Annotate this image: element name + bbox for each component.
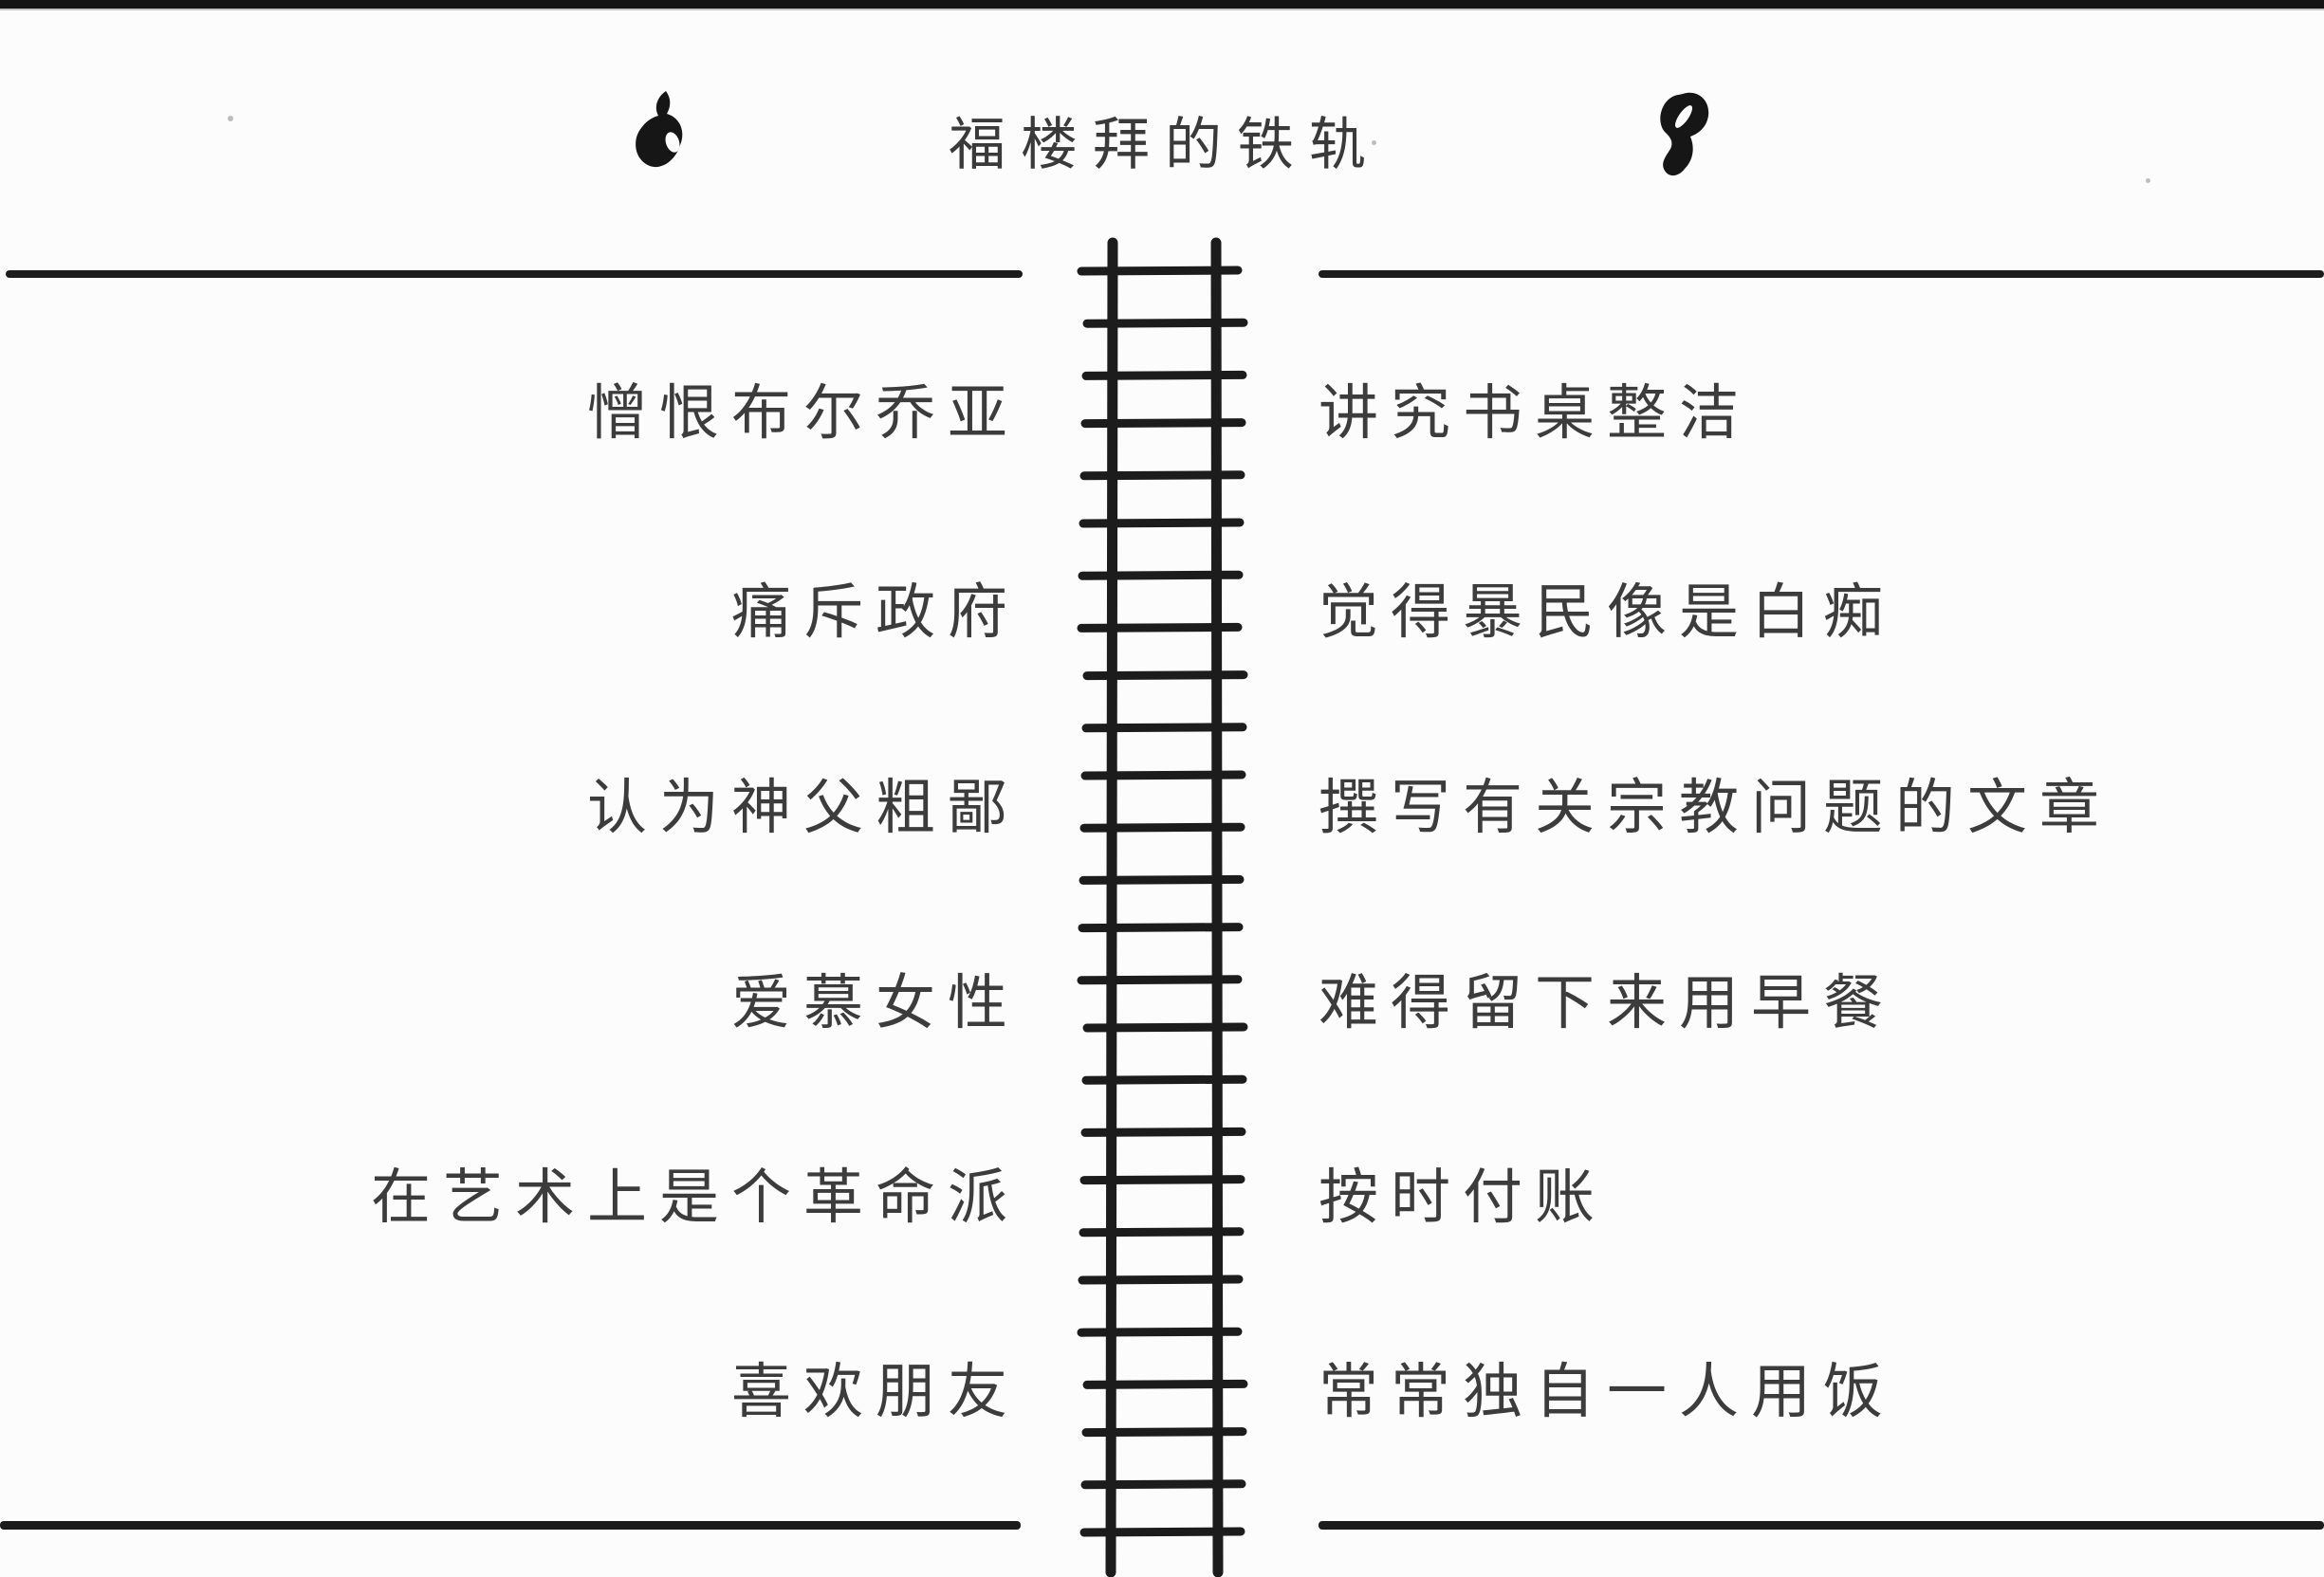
comparison-row: 痛斥政府 觉得暴民像是白痴 (0, 578, 2324, 654)
right-trait-label: 讲究书桌整洁 (1319, 380, 1751, 447)
scan-speck (1372, 140, 1376, 145)
bottom-rule-right (1319, 1521, 2324, 1530)
left-trait-label: 爱慕女性 (731, 970, 1020, 1036)
comparison-row: 爱慕女性 难得留下来用早餐 (0, 969, 2324, 1045)
page-title: 福楼拜的铁轨 (949, 113, 1381, 176)
page-top-edge-strip (0, 0, 2324, 9)
bottom-rule-left (0, 1521, 1021, 1530)
left-trait-label: 憎恨布尔乔亚 (587, 380, 1020, 447)
top-rule-right (1319, 270, 2324, 278)
scan-speck (2146, 178, 2150, 183)
right-ink-blot-icon (1660, 92, 1709, 176)
railroad-track-divider (1077, 237, 1248, 1577)
comparison-row: 喜欢朋友 常常独自一人用饭 (0, 1358, 2324, 1434)
comparison-row: 认为神父粗鄙 撰写有关宗教问题的文章 (0, 774, 2324, 850)
comparison-row: 憎恨布尔乔亚 讲究书桌整洁 (0, 379, 2324, 455)
scan-speck (228, 116, 233, 121)
top-rule-left (6, 270, 1023, 278)
left-trait-label: 喜欢朋友 (731, 1359, 1020, 1425)
right-trait-label: 按时付账 (1319, 1164, 1607, 1231)
comparison-row: 在艺术上是个革命派 按时付账 (0, 1164, 2324, 1239)
left-trait-label: 痛斥政府 (731, 579, 1020, 646)
right-trait-label: 常常独自一人用饭 (1319, 1359, 1895, 1425)
right-trait-label: 觉得暴民像是白痴 (1319, 579, 1895, 646)
right-trait-label: 难得留下来用早餐 (1319, 970, 1895, 1036)
right-trait-label: 撰写有关宗教问题的文章 (1319, 775, 2112, 841)
left-ink-blot-icon (636, 91, 683, 168)
left-trait-label: 认为神父粗鄙 (587, 775, 1020, 841)
left-trait-label: 在艺术上是个革命派 (371, 1164, 1020, 1231)
